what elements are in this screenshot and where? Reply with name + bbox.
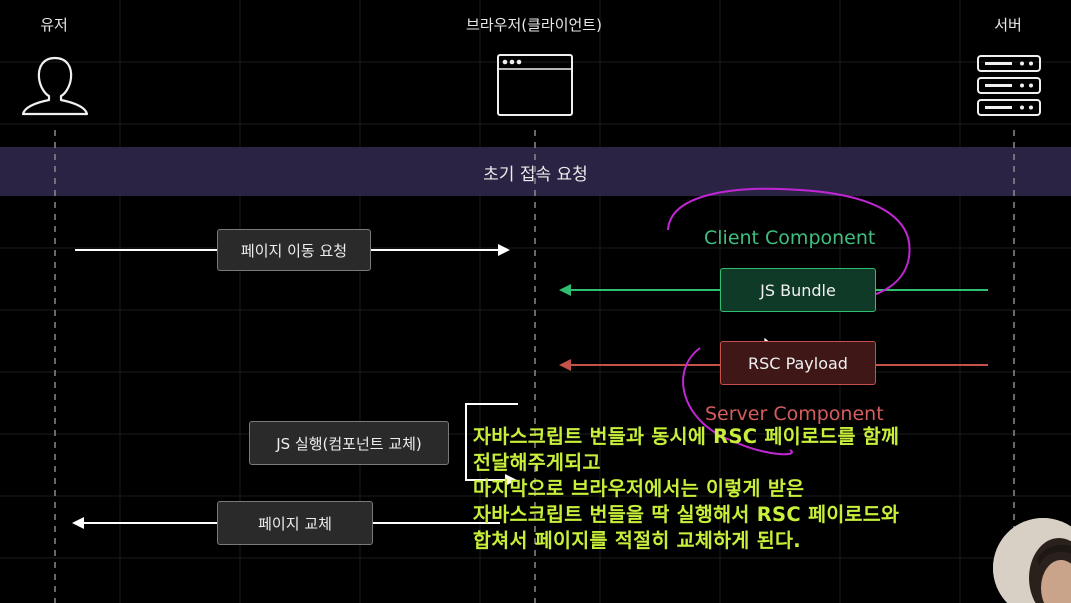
js-execute-label: JS 실행(컴포넌트 교체) [276, 434, 422, 453]
caption-line-2: 전달해주게되고 [473, 451, 601, 474]
client-component-label: Client Component [704, 227, 876, 249]
js-bundle-arrow-head [559, 284, 571, 296]
banner-title: 초기 접속 요청 [483, 165, 588, 185]
browser-actor-label: 브라우저(클라이언트) [466, 16, 602, 34]
subtitle-caption: 자바스크립트 번들과 동시에 RSC 페이로드를 함께 전달해주게되고 마지막으… [473, 424, 1033, 554]
caption-line-5: 합쳐서 페이지를 적절히 교체하게 된다. [473, 529, 801, 552]
server-component-highlight-ring [682, 347, 793, 456]
page-replace-label: 페이지 교체 [258, 514, 332, 533]
rsc-payload-label: RSC Payload [748, 353, 848, 373]
js-execute-arrow-head [505, 474, 517, 486]
js-bundle-label: JS Bundle [760, 280, 836, 300]
page-move-arrow-head [498, 244, 510, 256]
page-replace-arrow-head [72, 517, 84, 529]
page-move-request-box: 페이지 이동 요청 [217, 229, 371, 271]
js-execute-self-call [465, 403, 518, 481]
page-replace-box: 페이지 교체 [217, 501, 373, 545]
caption-line-1: 자바스크립트 번들과 동시에 RSC 페이로드를 함께 [473, 425, 900, 448]
server-actor-label: 서버 [994, 16, 1022, 34]
server-component-label: Server Component [705, 403, 884, 425]
js-bundle-box: JS Bundle [720, 268, 876, 312]
browser-window-icon [497, 54, 573, 116]
user-silhouette-icon [21, 56, 89, 116]
page-move-request-label: 페이지 이동 요청 [240, 241, 348, 260]
server-rack-icon [977, 55, 1041, 116]
user-actor-label: 유저 [40, 16, 68, 34]
caption-line-4: 자바스크립트 번들을 딱 실행해서 RSC 페이로드와 [473, 503, 900, 526]
rsc-payload-box: RSC Payload [720, 341, 876, 385]
rsc-payload-arrow-head [559, 359, 571, 371]
caption-line-3: 마지막으로 브라우저에서는 이렇게 받은 [473, 477, 805, 500]
js-execute-box: JS 실행(컴포넌트 교체) [249, 421, 449, 465]
client-component-highlight-ring [667, 187, 911, 302]
